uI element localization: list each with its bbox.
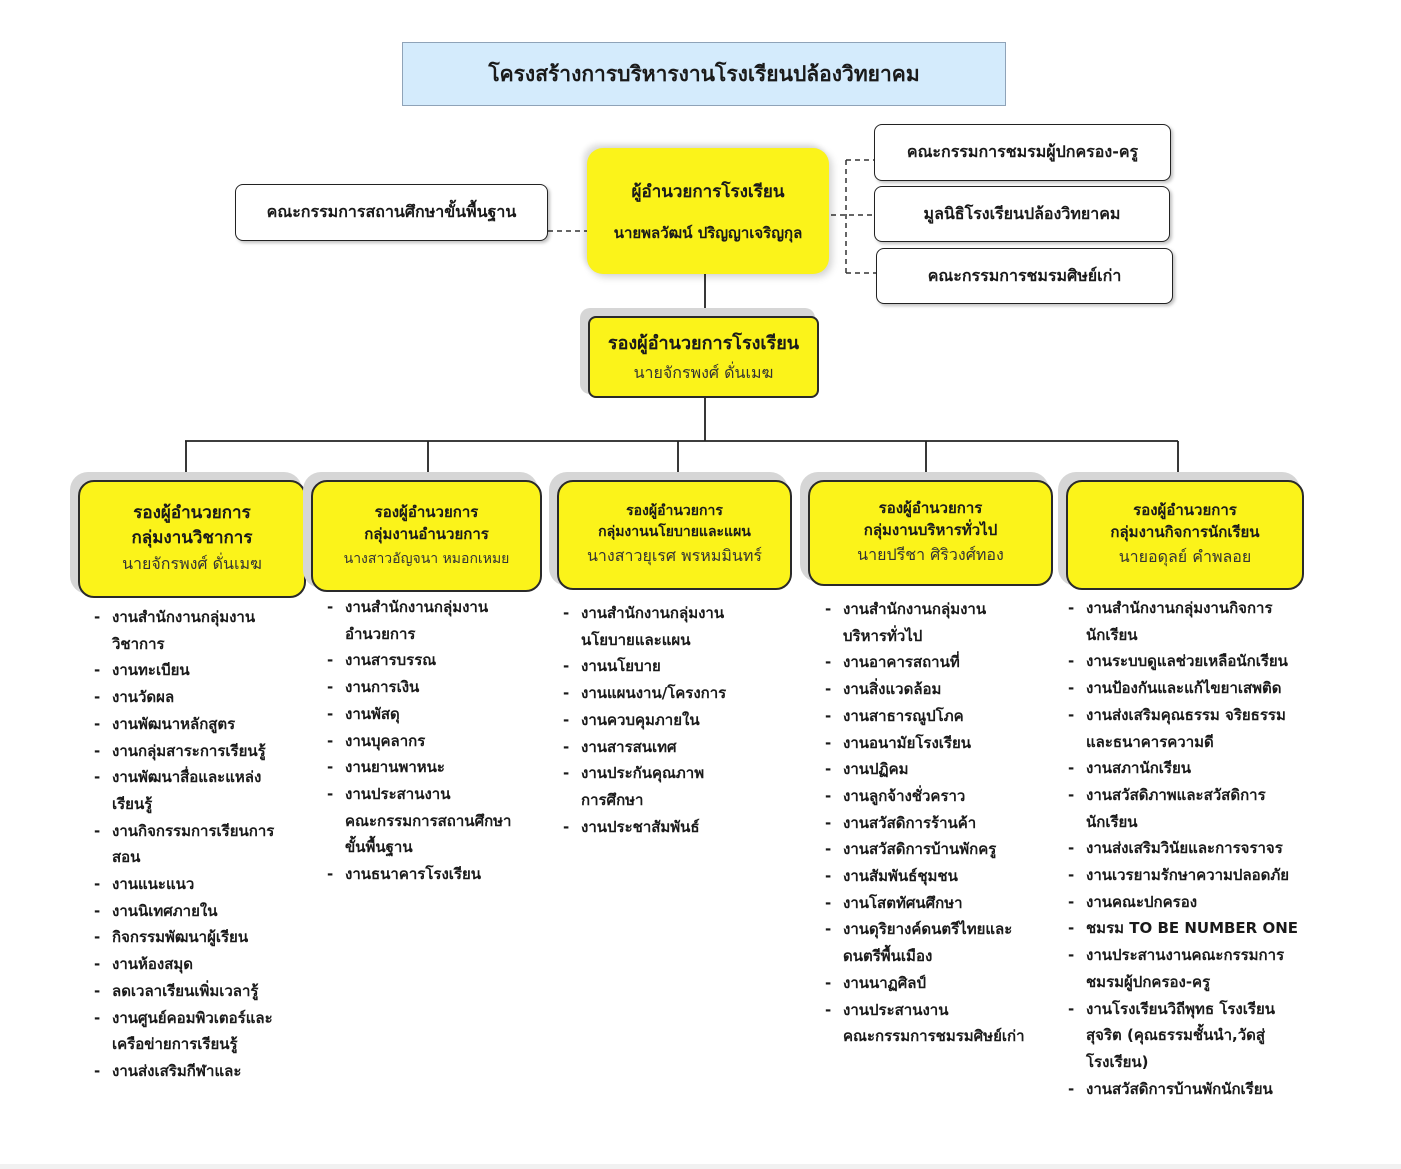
bottom-border: [0, 1164, 1401, 1169]
task-item: ชมรม TO BE NUMBER ONE: [1068, 915, 1368, 942]
task-item: งานอาคารสถานที่: [825, 649, 1060, 676]
group-role-line1: รองผู้อำนวยการ: [374, 503, 479, 522]
chart-title: โครงสร้างการบริหารงานโรงเรียนปล้องวิทยาค…: [402, 42, 1006, 106]
group-head-name: นางสาวอัญจนา หมอกเหมย: [343, 550, 510, 567]
task-item: งานป้องกันและแก้ไขยาเสพติด: [1068, 675, 1368, 702]
task-item: งานสำนักงานกลุ่มงานอำนวยการ: [327, 594, 537, 647]
group-role-line1: รองผู้อำนวยการ: [626, 503, 723, 520]
task-item: งานพัฒนาหลักสูตร: [94, 711, 294, 738]
task-item: งานพัฒนาสื่อและแหล่งเรียนรู้: [94, 764, 294, 817]
deputy-name: นายจักรพงศ์ ดั่นเมฆ: [633, 363, 774, 382]
task-item: งานประสานงานคณะกรรมการสถานศึกษาขั้นพื้นฐ…: [327, 781, 537, 861]
task-item: งานลูกจ้างชั่วคราว: [825, 783, 1060, 810]
group-role-line1: รองผู้อำนวยการ: [1133, 500, 1237, 519]
task-item: งานสวัสดิภาพและสวัสดิการนักเรียน: [1068, 782, 1368, 835]
task-item: งานนาฏศิลป์: [825, 970, 1060, 997]
task-item: งานส่งเสริมคุณธรรม จริยธรรมและธนาคารความ…: [1068, 702, 1368, 755]
group-head-name: นายอดุลย์ คำพลอย: [1118, 547, 1252, 567]
group-role-line2: กลุ่มงานกิจการนักเรียน: [1110, 522, 1260, 541]
task-item: งานวัดผล: [94, 684, 294, 711]
task-item: งานสำนักงานกลุ่มงานวิชาการ: [94, 604, 294, 657]
task-item: ลดเวลาเรียนเพิ่มเวลารู้: [94, 978, 294, 1005]
task-list-administration: งานสำนักงานกลุ่มงานอำนวยการงานสารบรรณงาน…: [327, 594, 537, 888]
group-box-administration: รองผู้อำนวยการ กลุ่มงานอำนวยการ นางสาวอั…: [311, 480, 542, 592]
task-item: งานคณะปกครอง: [1068, 889, 1368, 916]
group-head-name: นางสาวยุเรศ พรหมมินทร์: [586, 545, 762, 565]
task-item: งานทะเบียน: [94, 657, 294, 684]
task-item: งานนโยบาย: [563, 653, 763, 680]
group-head-name: นายจักรพงศ์ ดั่นเมฆ: [122, 554, 262, 574]
task-item: งานแนะแนว: [94, 871, 294, 898]
task-item: งานสาธารณูปโภค: [825, 703, 1060, 730]
task-item: งานโสตทัศนศึกษา: [825, 890, 1060, 917]
task-item: งานส่งเสริมกีฬาและ: [94, 1058, 294, 1085]
group-role-line1: รองผู้อำนวยการ: [133, 502, 251, 523]
task-item: งานส่งเสริมวินัยและการจราจร: [1068, 835, 1368, 862]
group-role-line2: กลุ่มงานบริหารทั่วไป: [863, 520, 998, 539]
task-item: งานยานพาหนะ: [327, 754, 537, 781]
group-box-policy-planning: รองผู้อำนวยการ กลุ่มงานนโยบายและแผน นางส…: [557, 480, 792, 590]
deputy-director-box: รองผู้อำนวยการโรงเรียน นายจักรพงศ์ ดั่นเ…: [588, 316, 819, 398]
task-item: งานแผนงาน/โครงการ: [563, 680, 763, 707]
group-box-general-admin: รองผู้อำนวยการ กลุ่มงานบริหารทั่วไป นายป…: [808, 480, 1053, 586]
task-item: งานประชาสัมพันธ์: [563, 814, 763, 841]
group-box-academic: รองผู้อำนวยการ กลุ่มงานวิชาการ นายจักรพง…: [78, 480, 306, 598]
task-item: งานสำนักงานกลุ่มงานนโยบายและแผน: [563, 600, 763, 653]
task-list-general-admin: งานสำนักงานกลุ่มงานบริหารทั่วไปงานอาคารส…: [825, 596, 1060, 1050]
task-item: งานศูนย์คอมพิวเตอร์และเครือข่ายการเรียนร…: [94, 1005, 294, 1058]
task-item: งานนิเทศภายใน: [94, 898, 294, 925]
group-role-line2: กลุ่มงานอำนวยการ: [364, 525, 489, 543]
deputy-role: รองผู้อำนวยการโรงเรียน: [607, 333, 800, 354]
task-item: งานพัสดุ: [327, 701, 537, 728]
task-list-student-affairs: งานสำนักงานกลุ่มงานกิจการนักเรียนงานระบบ…: [1068, 595, 1368, 1102]
task-item: งานบุคลากร: [327, 728, 537, 755]
task-list-policy-planning: งานสำนักงานกลุ่มงานนโยบายและแผนงานนโยบาย…: [563, 600, 763, 840]
task-item: งานปฏิคม: [825, 756, 1060, 783]
task-item: งานสวัสดิการบ้านพักนักเรียน: [1068, 1076, 1368, 1103]
task-item: งานควบคุมภายใน: [563, 707, 763, 734]
group-role-line2: กลุ่มงานวิชาการ: [131, 527, 253, 548]
task-item: งานสวัสดิการบ้านพักครู: [825, 836, 1060, 863]
alumni-club-box: คณะกรรมการชมรมศิษย์เก่า: [876, 248, 1173, 304]
task-item: งานสารบรรณ: [327, 647, 537, 674]
task-item: งานสำนักงานกลุ่มงานกิจการนักเรียน: [1068, 595, 1368, 648]
task-item: งานสัมพันธ์ชุมชน: [825, 863, 1060, 890]
director-box: ผู้อำนวยการโรงเรียน นายพลวัฒน์ ปริญญาเจร…: [587, 148, 829, 274]
group-role-line2: กลุ่มงานนโยบายและแผน: [598, 523, 751, 540]
group-box-student-affairs: รองผู้อำนวยการ กลุ่มงานกิจการนักเรียน นา…: [1066, 480, 1304, 590]
school-foundation-box: มูลนิธิโรงเรียนปล้องวิทยาคม: [874, 186, 1170, 242]
task-item: กิจกรรมพัฒนาผู้เรียน: [94, 924, 294, 951]
task-item: งานห้องสมุด: [94, 951, 294, 978]
task-item: งานระบบดูแลช่วยเหลือนักเรียน: [1068, 648, 1368, 675]
task-item: งานเวรยามรักษาความปลอดภัย: [1068, 862, 1368, 889]
task-item: งานโรงเรียนวิถีพุทธ โรงเรียนสุจริต (คุณธ…: [1068, 996, 1368, 1076]
task-item: งานการเงิน: [327, 674, 537, 701]
parent-teacher-club-box: คณะกรรมการชมรมผู้ปกครอง-ครู: [874, 124, 1171, 181]
task-item: งานสวัสดิการร้านค้า: [825, 810, 1060, 837]
task-item: งานอนามัยโรงเรียน: [825, 730, 1060, 757]
task-item: งานธนาคารโรงเรียน: [327, 861, 537, 888]
task-item: งานสิ่งแวดล้อม: [825, 676, 1060, 703]
group-head-name: นายปรีชา ศิริวงศ์ทอง: [857, 545, 1004, 565]
task-item: งานสภานักเรียน: [1068, 755, 1368, 782]
director-role: ผู้อำนวยการโรงเรียน: [631, 181, 785, 202]
task-item: งานกลุ่มสาระการเรียนรู้: [94, 738, 294, 765]
task-item: งานสำนักงานกลุ่มงานบริหารทั่วไป: [825, 596, 1060, 649]
task-list-academic: งานสำนักงานกลุ่มงานวิชาการงานทะเบียนงานว…: [94, 604, 294, 1085]
basic-education-committee-box: คณะกรรมการสถานศึกษาขั้นพื้นฐาน: [235, 184, 548, 241]
director-name: นายพลวัฒน์ ปริญญาเจริญกุล: [613, 223, 803, 242]
task-item: งานสารสนเทศ: [563, 734, 763, 761]
group-role-line1: รองผู้อำนวยการ: [878, 498, 983, 517]
